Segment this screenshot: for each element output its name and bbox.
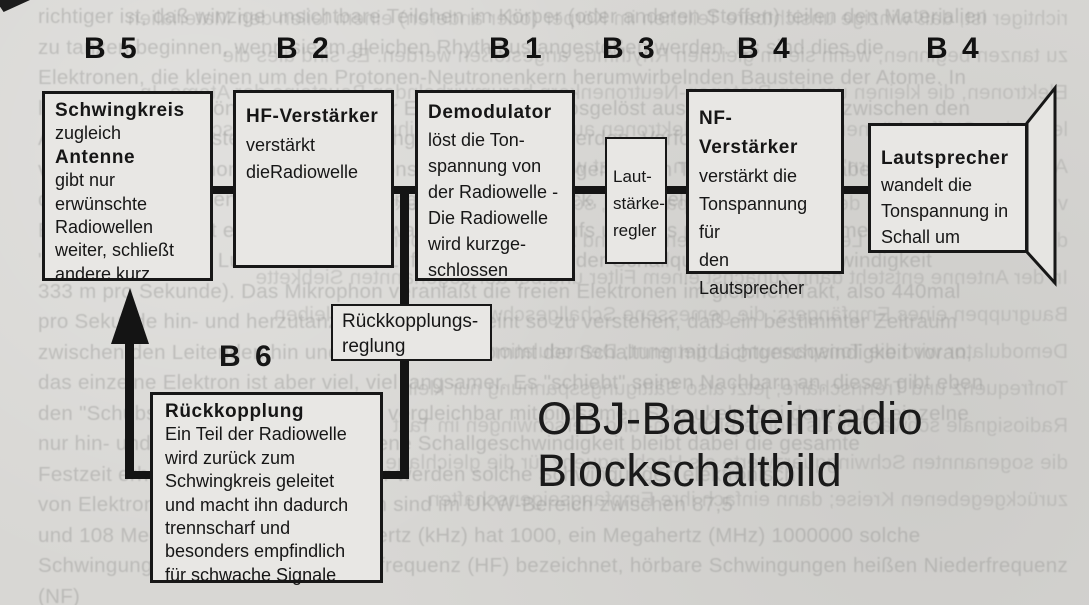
block-label-b3: B 3 xyxy=(602,32,658,65)
block-nf-verstaerker: NF-Verstärker verstärkt die Tonspannung … xyxy=(686,89,844,298)
block-text: gibt nur erwünschte Radiowellen weiter, … xyxy=(55,170,175,284)
block-text: Rückkopplungs- reglung xyxy=(342,311,479,357)
block-rueckkopplung: Rückkopplung Ein Teil der Radiowelle wir… xyxy=(150,392,383,585)
block-text: löst die Ton- spannung von der Radiowell… xyxy=(428,130,559,280)
block-title: Demodulator xyxy=(428,102,552,123)
block-label-b6: B 6 xyxy=(219,340,275,373)
arrowhead-up-icon xyxy=(111,288,149,344)
block-label-b4-nf: B 4 xyxy=(737,32,793,65)
connector-demodulator-lautstaerke xyxy=(572,186,608,194)
block-title: Rückkopplung xyxy=(165,401,305,422)
block-rueckkopplungsreglung: Rückkopplungs- reglung xyxy=(331,304,492,361)
block-demodulator: Demodulator löst die Ton- spannung von d… xyxy=(415,90,575,281)
block-schwingkreis: Schwingkreis zugleich Antenne gibt nur e… xyxy=(42,91,213,284)
block-title: Lautsprecher xyxy=(881,148,1009,169)
connector-nf-lautsprecher xyxy=(841,186,871,194)
block-text: zugleich xyxy=(55,123,122,144)
block-label-b5: B 5 xyxy=(84,32,140,65)
block-hf-verstaerker: HF-Verstärker verstärkt dieRadiowelle xyxy=(233,90,394,268)
block-text: verstärkt die Tonspannung für den Lautsp… xyxy=(699,166,808,298)
block-text: Laut- stärke- regler xyxy=(613,167,665,240)
feedback-line-bottom-left xyxy=(125,471,153,479)
feedback-line-bottom-right xyxy=(380,471,409,479)
block-title: NF-Verstärker xyxy=(699,108,798,158)
scan-artifact xyxy=(0,0,30,12)
block-text: Ein Teil der Radiowelle wird zurück zum … xyxy=(165,424,349,585)
block-text: wandelt die Tonspannung in Schall um xyxy=(881,175,1009,247)
block-subtitle: Antenne xyxy=(55,146,136,168)
block-title: Schwingkreis xyxy=(55,100,185,121)
block-title: HF-Verstärker xyxy=(246,106,379,127)
block-label-b2: B 2 xyxy=(276,32,332,65)
diagram-title: OBJ-Bausteinradio Blockschaltbild xyxy=(537,393,924,496)
block-text: verstärkt dieRadiowelle xyxy=(246,135,359,182)
block-lautstaerkeregler: Laut- stärke- regler xyxy=(605,137,667,264)
connector-schwingkreis-hf xyxy=(210,186,236,194)
feedback-line-up xyxy=(125,341,134,479)
block-label-b4-lautsprecher: B 4 xyxy=(926,32,982,65)
connector-lautstaerke-nf xyxy=(664,186,689,194)
block-lautsprecher: Lautsprecher wandelt die Tonspannung in … xyxy=(868,123,1028,253)
block-label-b1: B 1 xyxy=(489,32,545,65)
